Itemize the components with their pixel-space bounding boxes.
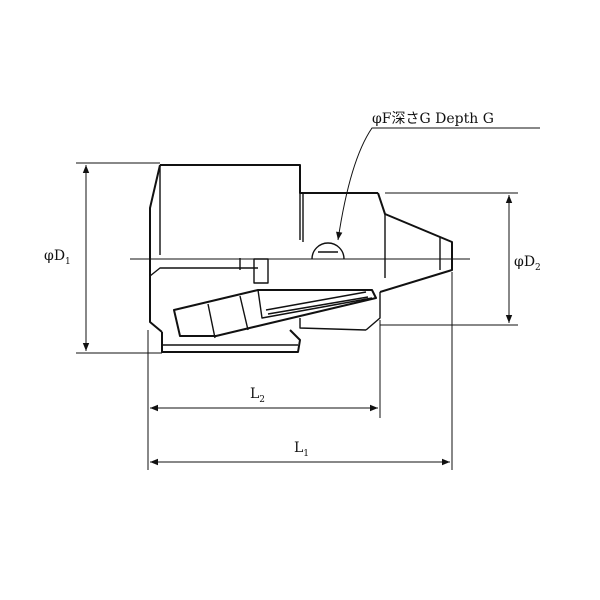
label-l2: L2 — [250, 386, 265, 405]
depth-hole — [311, 242, 345, 260]
label-d2: φD2 — [514, 254, 541, 273]
label-d1: φD1 — [44, 248, 71, 267]
chuck-nose — [365, 192, 453, 331]
d2-letter: D — [523, 254, 536, 270]
depth-callout-label: φF深さG Depth G — [372, 111, 494, 127]
label-l1: L1 — [294, 440, 309, 459]
d1-letter: D — [53, 248, 66, 264]
dimension-l2 — [147, 320, 381, 418]
d1-subscript: 1 — [65, 256, 71, 267]
l1-letter: L — [294, 440, 304, 456]
l1-subscript: 1 — [303, 448, 310, 459]
phi-symbol-2: φ — [514, 254, 524, 270]
l2-letter: L — [250, 386, 260, 402]
d2-subscript: 2 — [535, 262, 541, 273]
chuck-body — [149, 164, 378, 333]
dimension-d2 — [380, 192, 518, 326]
l2-subscript: 2 — [259, 394, 266, 405]
jaw-assembly — [161, 289, 377, 353]
depth-callout-leader — [336, 127, 540, 241]
phi-symbol: φ — [44, 248, 54, 264]
dimension-l1 — [147, 272, 453, 470]
